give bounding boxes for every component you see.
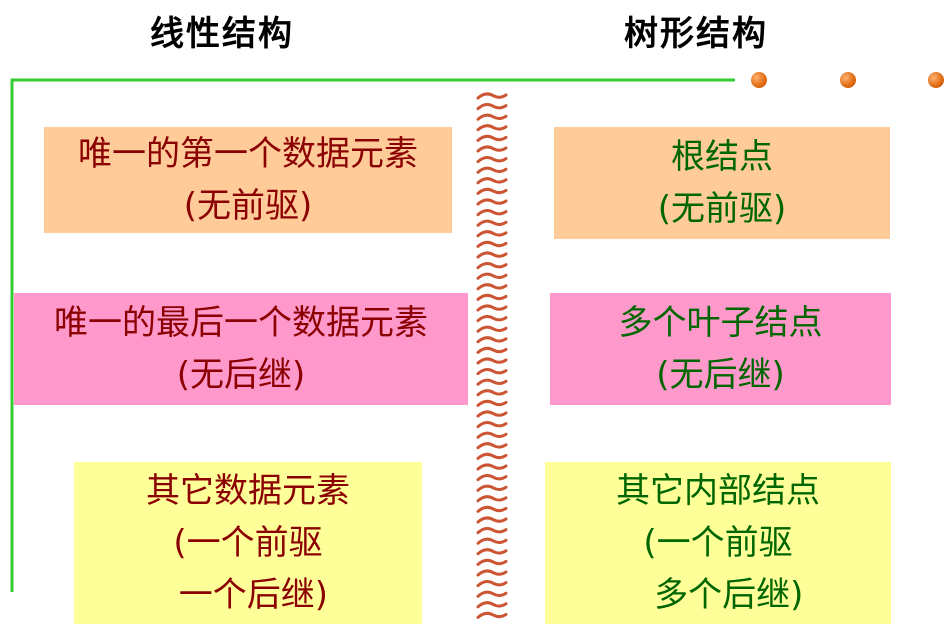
- box-line: (一个前驱: [643, 523, 793, 563]
- spiral-coil: [476, 569, 508, 577]
- spiral-coil: [476, 537, 508, 545]
- spiral-coil: [476, 495, 508, 503]
- spiral-coil: [476, 378, 508, 386]
- spiral-coil: [476, 187, 508, 195]
- spiral-binding-divider: [476, 92, 508, 619]
- spiral-coil: [476, 474, 508, 482]
- spiral-coil: [476, 516, 508, 524]
- spiral-coil: [476, 124, 508, 132]
- spiral-coil: [476, 177, 508, 185]
- box-line: (无前驱): [657, 189, 787, 229]
- spiral-coil: [476, 611, 508, 619]
- spiral-coil: [476, 346, 508, 354]
- spiral-coil: [476, 283, 508, 291]
- orange-dot-icon: [928, 72, 944, 88]
- linear-structure-heading: 线性结构: [150, 14, 294, 54]
- spiral-coil: [476, 134, 508, 142]
- spiral-coil: [476, 336, 508, 344]
- spiral-coil: [476, 304, 508, 312]
- spiral-coil: [476, 103, 508, 111]
- spiral-coil: [476, 442, 508, 450]
- box-line: 唯一的最后一个数据元素: [54, 303, 428, 343]
- spiral-coil: [476, 452, 508, 460]
- box-line: (无后继): [176, 355, 306, 395]
- spiral-coil: [476, 156, 508, 164]
- box-line: 唯一的第一个数据元素: [78, 134, 418, 174]
- spiral-coil: [476, 357, 508, 365]
- spiral-coil: [476, 251, 508, 259]
- spiral-coil: [476, 558, 508, 566]
- spiral-coil: [476, 325, 508, 333]
- tree-leaf-nodes-box: 多个叶子结点 (无后继): [550, 293, 891, 405]
- spiral-coil: [476, 145, 508, 153]
- spiral-coil: [476, 463, 508, 471]
- box-line: 其它内部结点: [616, 471, 820, 511]
- tree-structure-heading: 树形结构: [624, 14, 768, 54]
- tree-root-node-box: 根结点 (无前驱): [554, 127, 890, 239]
- spiral-coil: [476, 389, 508, 397]
- spiral-coil: [476, 410, 508, 418]
- box-line: (一个前驱: [173, 523, 323, 563]
- spiral-coil: [476, 431, 508, 439]
- spiral-coil: [476, 209, 508, 217]
- spiral-coil: [476, 230, 508, 238]
- spiral-coil: [476, 315, 508, 323]
- spiral-coil: [476, 219, 508, 227]
- spiral-coil: [476, 548, 508, 556]
- spiral-coil: [476, 198, 508, 206]
- box-line: (无后继): [656, 355, 785, 395]
- spiral-coil: [476, 272, 508, 280]
- orange-dot-icon: [840, 72, 856, 88]
- box-line: 根结点: [671, 137, 773, 177]
- spiral-coil: [476, 399, 508, 407]
- linear-first-element-box: 唯一的第一个数据元素 (无前驱): [44, 127, 452, 233]
- box-line: 多个后继): [632, 575, 804, 615]
- spiral-coil: [476, 580, 508, 588]
- spiral-coil: [476, 92, 508, 100]
- box-line: 多个叶子结点: [618, 303, 823, 343]
- spiral-coil: [476, 166, 508, 174]
- spiral-coil: [476, 505, 508, 513]
- spiral-coil: [476, 421, 508, 429]
- spiral-coil: [476, 262, 508, 270]
- spiral-coil: [476, 601, 508, 609]
- tree-internal-nodes-box: 其它内部结点 (一个前驱 多个后继): [545, 462, 891, 624]
- spiral-coil: [476, 527, 508, 535]
- spiral-coil: [476, 484, 508, 492]
- spiral-coil: [476, 368, 508, 376]
- spiral-coil: [476, 590, 508, 598]
- box-line: 其它数据元素: [146, 471, 350, 511]
- box-line: 一个后继): [167, 575, 329, 615]
- linear-other-elements-box: 其它数据元素 (一个前驱 一个后继): [74, 462, 422, 624]
- spiral-coil: [476, 113, 508, 121]
- box-line: (无前驱): [183, 186, 313, 226]
- spiral-coil: [476, 240, 508, 248]
- linear-last-element-box: 唯一的最后一个数据元素 (无后继): [14, 293, 468, 405]
- orange-dot-icon: [751, 72, 767, 88]
- spiral-coil: [476, 293, 508, 301]
